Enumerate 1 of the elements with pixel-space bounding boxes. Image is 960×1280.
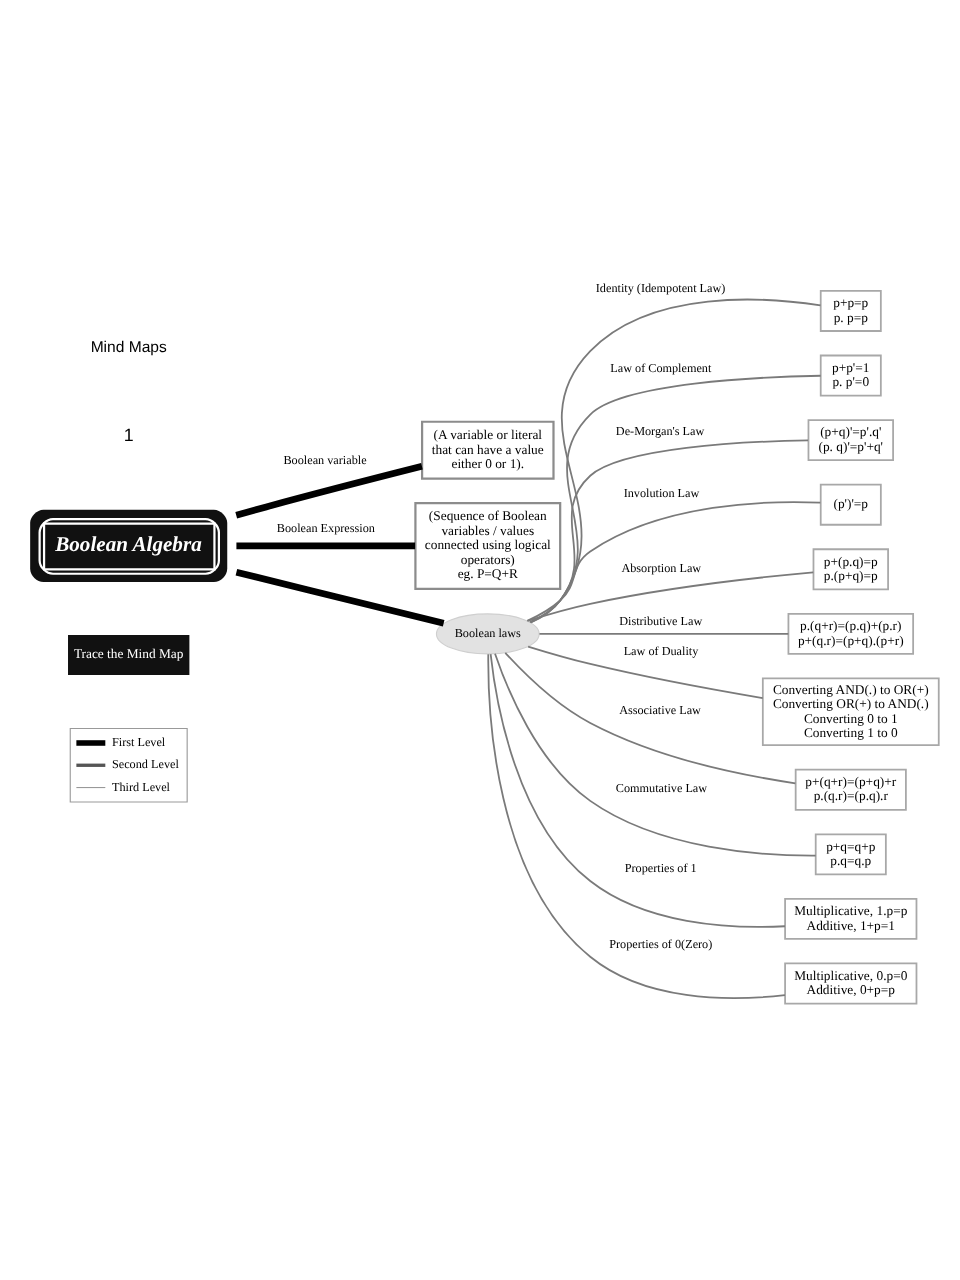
label: 1: [123, 425, 134, 446]
